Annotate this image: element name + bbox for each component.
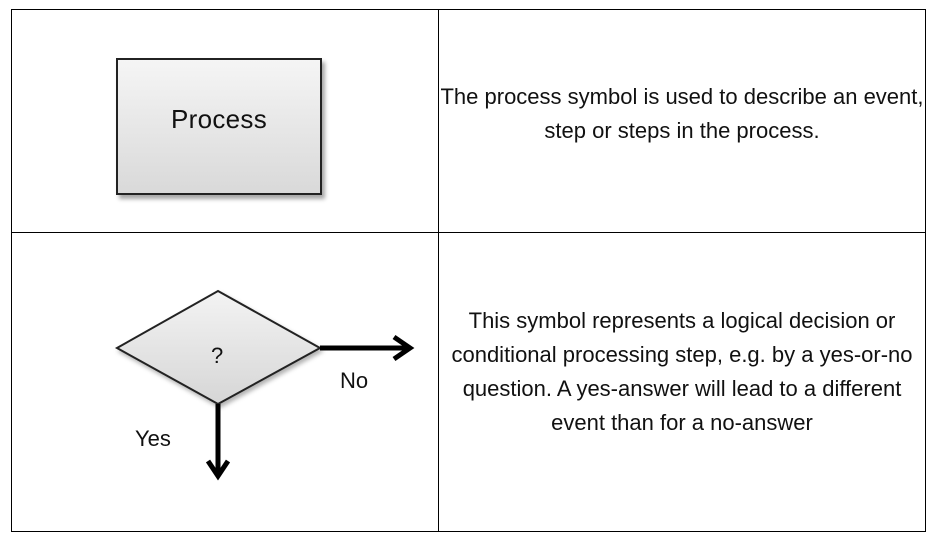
process-symbol: Process xyxy=(116,58,322,195)
process-description: The process symbol is used to describe a… xyxy=(440,84,924,143)
table-row-divider xyxy=(11,232,926,233)
yes-branch-label: Yes xyxy=(135,426,171,451)
decision-description: This symbol represents a logical decisio… xyxy=(451,308,913,435)
table-column-divider xyxy=(438,9,439,532)
decision-symbol-label: ? xyxy=(211,343,224,368)
no-branch-label: No xyxy=(340,368,369,393)
process-symbol-label: Process xyxy=(170,104,268,134)
symbol-table xyxy=(11,9,926,532)
